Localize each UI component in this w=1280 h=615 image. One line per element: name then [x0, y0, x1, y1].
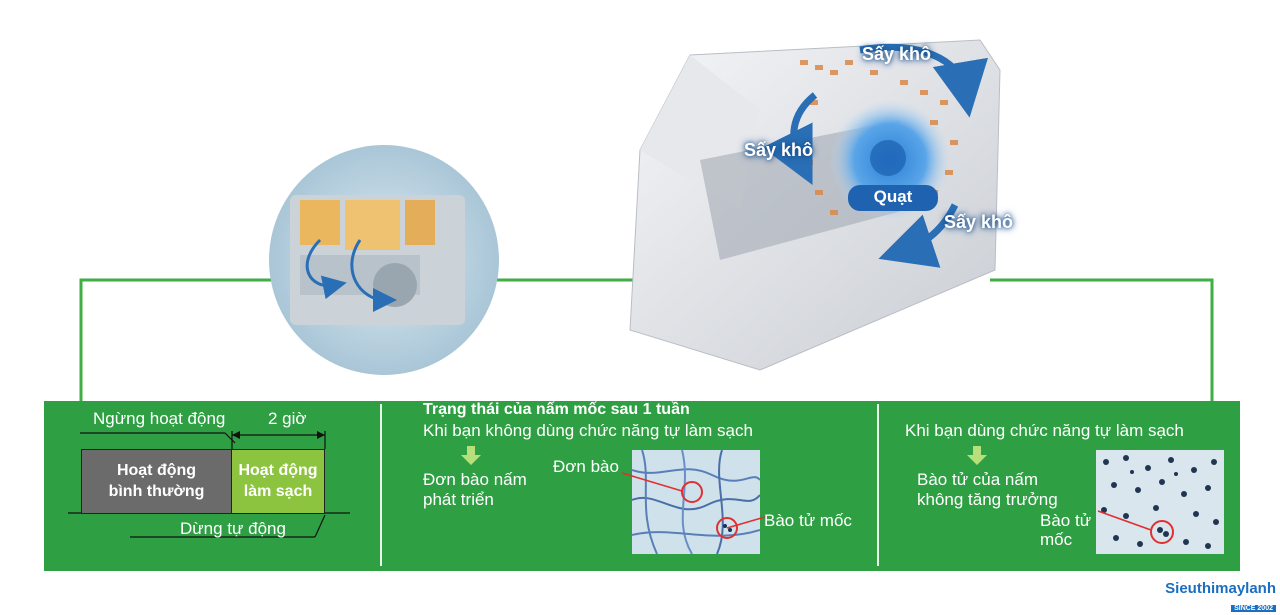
right-label-spore-1: Bào tử — [1040, 511, 1092, 530]
band-divider-1 — [380, 404, 382, 566]
right-subtitle: Khi bạn dùng chức năng tự làm sạch — [905, 421, 1184, 440]
right-note-1: Bào tử của nấm — [917, 470, 1039, 489]
label-fan: Quạt — [873, 187, 913, 206]
label-dry-top: Sấy khô — [862, 44, 932, 64]
connector-line-right — [990, 278, 1214, 402]
timeline-normal-bar: Hoạt động bình thường — [81, 449, 232, 514]
middle-subtitle: Khi bạn không dùng chức năng tự làm sạch — [423, 421, 753, 440]
top-illustration — [79, 39, 1214, 402]
connector-line-left — [79, 278, 275, 402]
spore-micrograph-image — [1096, 450, 1224, 554]
timeline-clean-label-1: Hoạt động — [238, 462, 318, 479]
zoom-circle — [269, 145, 499, 375]
mold-micrograph-image — [632, 450, 760, 554]
timeline-duration-label: 2 giờ — [268, 409, 307, 428]
middle-note-1: Đơn bào nấm — [423, 470, 527, 489]
timeline-normal-label-2: bình thường — [108, 483, 205, 500]
brand-name: Sieuthimaylanh — [1165, 580, 1276, 597]
middle-label-cell: Đơn bào — [553, 457, 619, 476]
right-note-2: không tăng trưởng — [917, 490, 1058, 509]
middle-pointer-lines — [621, 472, 766, 529]
right-label-spore-2: mốc — [1040, 530, 1073, 549]
label-dry-left: Sấy khô — [744, 140, 814, 160]
right-pointer-line — [1097, 510, 1152, 531]
middle-note-2: phát triển — [423, 490, 494, 509]
down-arrow-icon — [461, 446, 481, 465]
brand-logo: Sieuthimaylanh SINCE 2002 — [1144, 580, 1276, 615]
middle-title: Trạng thái của nấm mốc sau 1 tuần — [423, 401, 690, 418]
label-dry-right: Sấy khô — [944, 212, 1014, 232]
middle-label-spore: Bào tử mốc — [764, 511, 852, 530]
timeline-stop-label: Ngừng hoạt động — [93, 409, 226, 428]
timeline-clean-bar: Hoạt động làm sạch — [231, 449, 325, 514]
brand-tagline: SINCE 2002 — [1231, 605, 1276, 612]
timeline-normal-label-1: Hoạt động — [116, 462, 197, 479]
timeline-auto-stop-label: Dừng tự động — [180, 519, 286, 538]
timeline-clean-label-2: làm sạch — [243, 483, 313, 500]
down-arrow-icon — [967, 446, 987, 465]
band-divider-2 — [877, 404, 879, 566]
ac-unit — [629, 39, 1001, 371]
